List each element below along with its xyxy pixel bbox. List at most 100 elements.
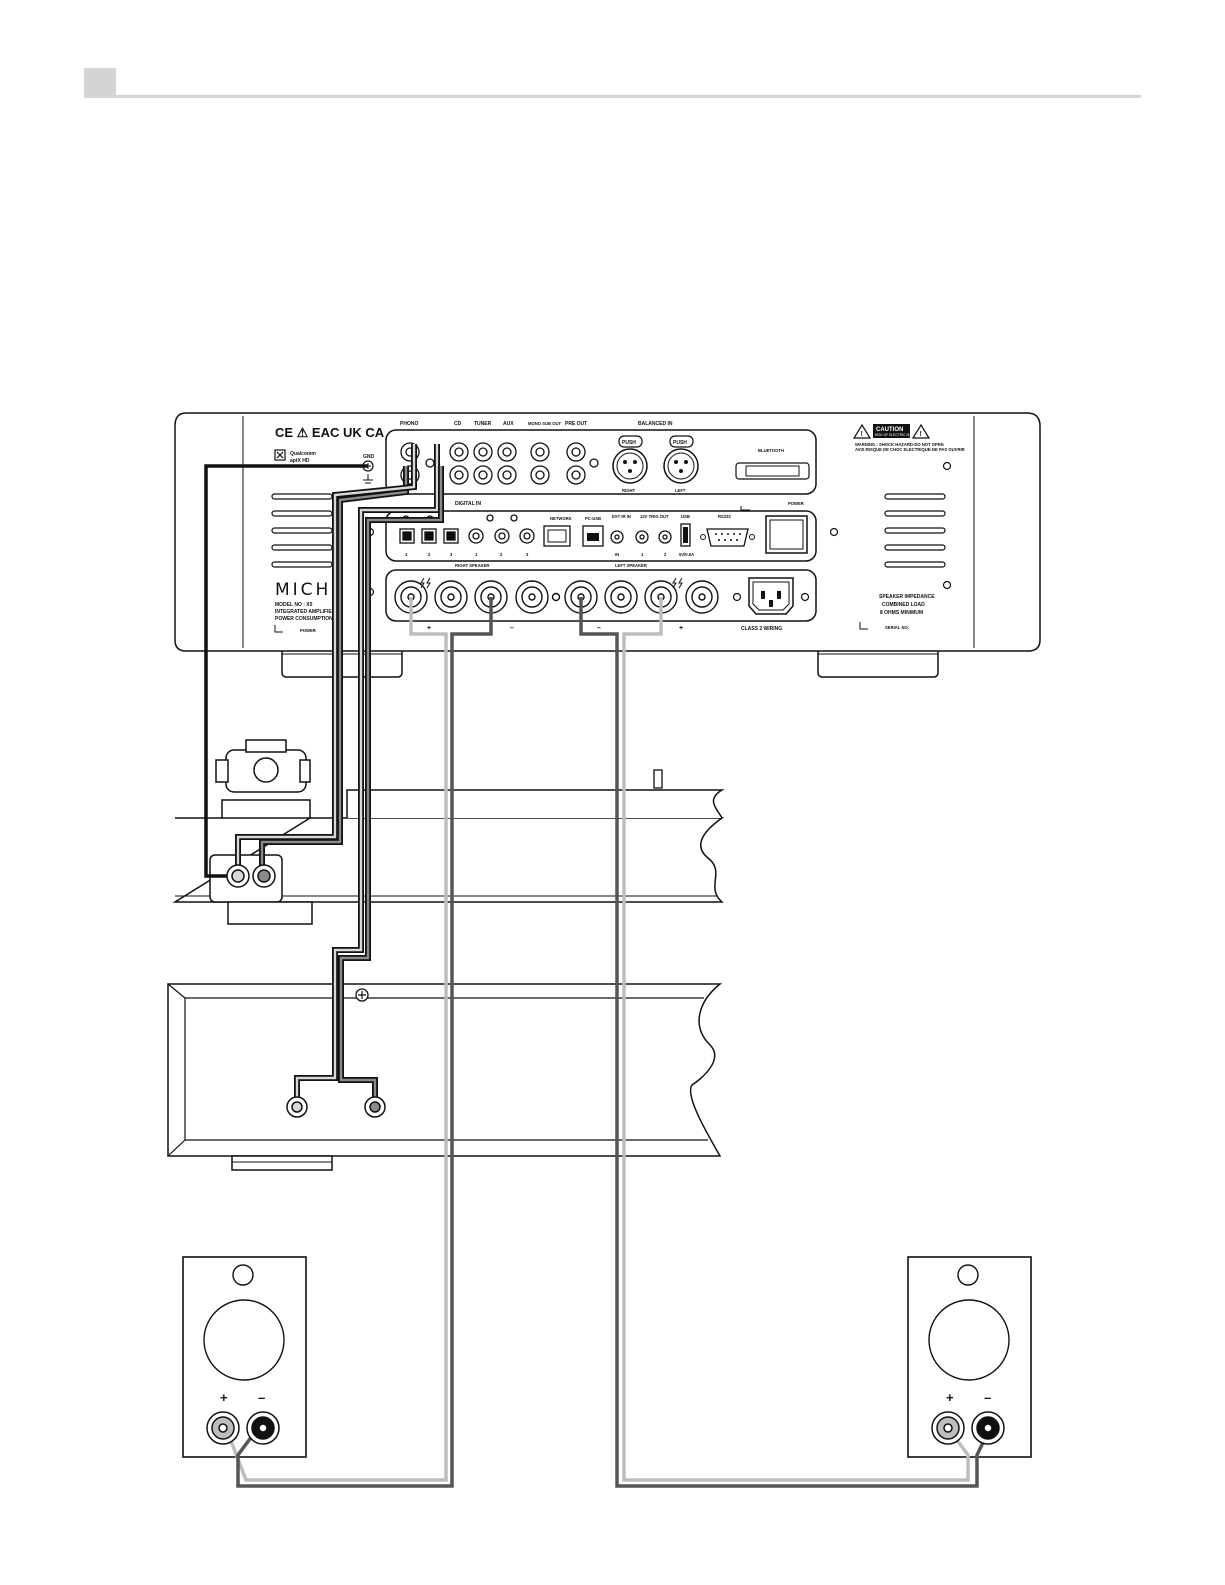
- svg-text:PUSH: PUSH: [622, 440, 636, 446]
- turntable-rca-outputs: [226, 864, 276, 888]
- xlr-right: PUSH RIGHT: [612, 435, 648, 493]
- svg-text:–: –: [597, 625, 601, 632]
- svg-text:–: –: [258, 1390, 265, 1405]
- impedance-line-1: SPEAKER IMPEDANCE: [879, 594, 935, 600]
- speaker-left: + –: [182, 1256, 307, 1458]
- svg-text:1: 1: [641, 552, 644, 557]
- label-usb: USB: [681, 514, 690, 519]
- rca-jacks: [400, 442, 599, 485]
- warning-triangle-icon-2: [911, 423, 931, 439]
- cd-player-body: [167, 983, 723, 1157]
- label-pre-out: PRE OUT: [565, 421, 587, 427]
- tweeter: [232, 1264, 254, 1286]
- svg-text:RIGHT: RIGHT: [622, 488, 635, 493]
- speaker-cable-left-minus: [236, 597, 493, 1488]
- amplifier-rear-panel: CE ⚠ EAC UK CA Qualcomm aptX HD MICHI MO…: [174, 412, 1041, 678]
- label-network: NETWORK: [550, 516, 572, 521]
- label-mono-sub: MONO SUB OUT: [528, 421, 561, 426]
- tonearm-pivot: [253, 757, 279, 783]
- impedance-line-3: 8 OHMS MINIMUM: [880, 610, 923, 616]
- caution-sub: RISK OF ELECTRIC SHOCK: [875, 433, 919, 437]
- label-cd: CD: [454, 421, 462, 427]
- xlr-left: PUSH LEFT: [663, 435, 699, 493]
- certification-marks: CE ⚠ EAC UK CA: [275, 425, 385, 440]
- svg-text:!: !: [920, 431, 922, 438]
- hazard-bolt-icon-2: [672, 577, 683, 589]
- label-digital-in: DIGITAL IN: [455, 501, 481, 507]
- svg-text:–: –: [984, 1390, 991, 1405]
- caution-box: [873, 424, 910, 438]
- svg-text:2: 2: [500, 552, 503, 557]
- label-left-speaker: LEFT SPEAKER: [615, 563, 647, 568]
- label-trig-out: 12V TRIG OUT: [640, 514, 669, 519]
- svg-text:1: 1: [475, 552, 478, 557]
- iec-power-inlet: [748, 577, 794, 615]
- warning-triangle-icon: [852, 423, 872, 439]
- label-rs232: RS232: [718, 514, 731, 519]
- label-tuner: TUNER: [474, 421, 492, 427]
- brand-logo: MICHI: [275, 580, 339, 600]
- svg-text:+: +: [427, 625, 431, 632]
- svg-text:LEFT: LEFT: [675, 488, 686, 493]
- tweeter: [957, 1264, 979, 1286]
- optical-inputs: [399, 528, 459, 544]
- label-right-speaker: RIGHT SPEAKER: [455, 563, 489, 568]
- speaker-right: + –: [907, 1256, 1032, 1458]
- model-line-1: MODEL NO : X5: [275, 602, 313, 608]
- cd-rca-outputs: [286, 1096, 386, 1118]
- woofer: [928, 1299, 1010, 1381]
- warning-line-1: WARNING : SHOCK HAZARD-DO NOT OPEN: [855, 442, 944, 447]
- hazard-bolt-icon: [420, 577, 431, 589]
- gnd-label: GND: [363, 454, 375, 460]
- svg-text:2: 2: [664, 552, 667, 557]
- caution-label: CAUTION: [876, 427, 903, 433]
- label-aux: AUX: [503, 421, 514, 427]
- svg-text:+: +: [679, 625, 683, 632]
- vent-right: [884, 493, 946, 568]
- svg-text:–: –: [510, 625, 514, 632]
- speaker-left-terminals: [206, 1411, 280, 1445]
- label-balanced-in: BALANCED IN: [638, 421, 673, 427]
- speaker-cable-right-minus: [579, 597, 992, 1488]
- header-block: [84, 68, 116, 98]
- bluetooth-antenna-connector: [735, 462, 810, 480]
- speaker-right-terminals: [931, 1411, 1005, 1445]
- svg-text:PUSH: PUSH: [673, 440, 687, 446]
- power-block-label: POWER: [300, 628, 316, 633]
- label-phono: PHONO: [400, 421, 418, 427]
- woofer: [203, 1299, 285, 1381]
- svg-text:IN: IN: [615, 552, 619, 557]
- label-ext-ir: EXT IR IN: [612, 514, 631, 519]
- svg-text:+: +: [946, 1390, 954, 1405]
- turntable: [172, 739, 725, 925]
- cables: [204, 444, 992, 1488]
- aptx-logo-box: [274, 449, 286, 461]
- aptx-line-1: Qualcomm: [290, 451, 316, 457]
- aptx-line-2: aptX HD: [290, 458, 310, 464]
- label-class2: CLASS 2 WIRING: [741, 626, 782, 632]
- svg-text:!: !: [861, 431, 863, 438]
- analog-input-panel: [385, 429, 817, 495]
- speaker-cable-right-plus: [622, 597, 970, 1482]
- power-switch: [765, 515, 808, 554]
- label-pc-usb: PC-USB: [585, 516, 601, 521]
- speaker-cable-left-plus: [224, 597, 448, 1482]
- svg-text:2: 2: [428, 552, 431, 557]
- ground-symbol-icon: [363, 474, 373, 484]
- header-rule: [116, 95, 1141, 98]
- cd-player: [167, 983, 723, 1171]
- svg-text:3: 3: [526, 552, 529, 557]
- amp-foot-right: [817, 648, 939, 678]
- page-header: [84, 68, 1141, 98]
- model-line-2: INTEGRATED AMPLIFIER: [275, 609, 336, 615]
- svg-text:5V/0.5A: 5V/0.5A: [679, 552, 694, 557]
- svg-text:+: +: [220, 1390, 228, 1405]
- model-line-3: POWER CONSUMPTION 5: [275, 616, 337, 622]
- svg-text:1: 1: [405, 552, 408, 557]
- rs232-port: [706, 528, 749, 547]
- ground-wire: [204, 464, 368, 878]
- ethernet-port: [543, 525, 571, 547]
- warning-line-2: AVIS:RISQUE DE CHOC ELECTRIQUE-NE PAS OU…: [855, 447, 965, 452]
- serial-label: SERIAL NO.: [885, 625, 909, 630]
